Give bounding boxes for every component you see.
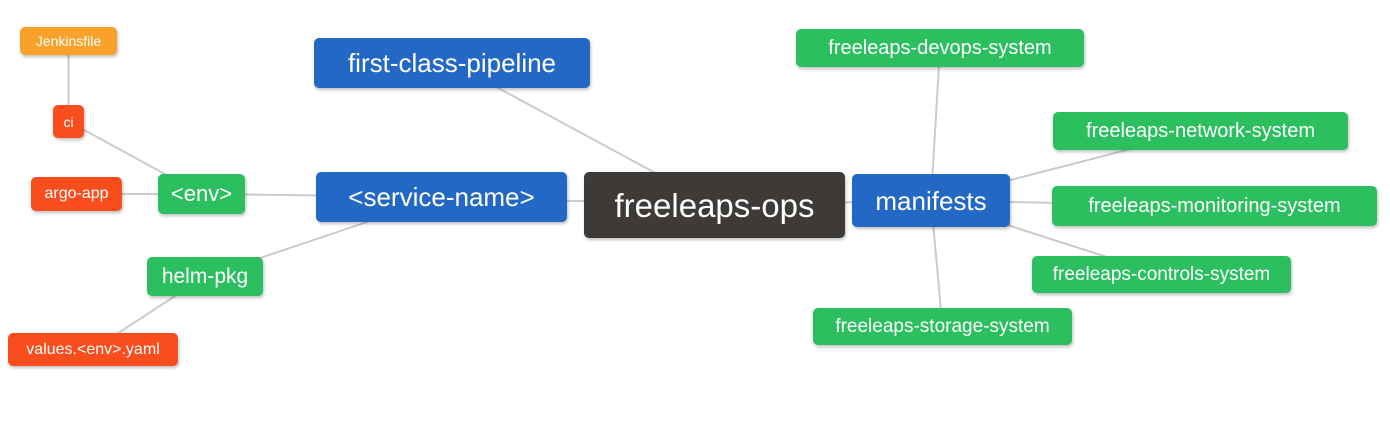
node-freeleaps-storage-system[interactable]: freeleaps-storage-system [813,308,1072,345]
node-helm-pkg[interactable]: helm-pkg [147,257,263,296]
node-jenkinsfile[interactable]: Jenkinsfile [20,27,117,55]
node-env[interactable]: <env> [158,174,245,214]
node-freeleaps-monitoring-system[interactable]: freeleaps-monitoring-system [1052,186,1377,226]
node-freeleaps-ops-root[interactable]: freeleaps-ops [584,172,845,238]
node-argo-app[interactable]: argo-app [31,177,122,211]
node-manifests[interactable]: manifests [852,174,1010,227]
node-freeleaps-controls-system[interactable]: freeleaps-controls-system [1032,256,1291,293]
node-values-env-yaml[interactable]: values.<env>.yaml [8,333,178,366]
node-freeleaps-devops-system[interactable]: freeleaps-devops-system [796,29,1084,67]
node-ci[interactable]: ci [53,105,84,138]
node-first-class-pipeline[interactable]: first-class-pipeline [314,38,590,88]
node-freeleaps-network-system[interactable]: freeleaps-network-system [1053,112,1348,150]
node-service-name[interactable]: <service-name> [316,172,567,222]
